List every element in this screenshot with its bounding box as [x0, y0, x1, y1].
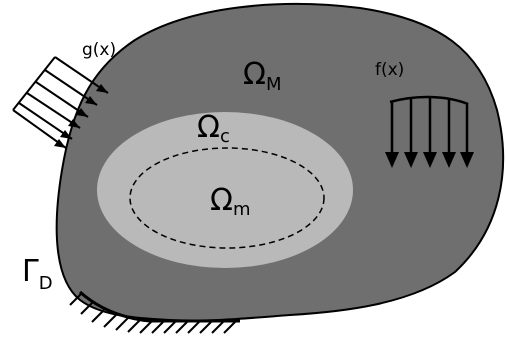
gamma-D-subscript: D: [39, 273, 53, 294]
label-omega-c: Ωc: [197, 110, 230, 147]
omega-c-symbol: Ω: [197, 110, 220, 145]
omega-M-symbol: Ω: [243, 57, 266, 92]
label-omega-M: ΩM: [243, 57, 281, 95]
omega-M-subscript: M: [266, 74, 282, 95]
dirichlet-boundary: [69, 290, 240, 334]
region-omega-m: [129, 147, 325, 249]
label-gamma-D: ΓD: [22, 254, 53, 294]
region-omega-c: [97, 112, 353, 268]
gamma-D-symbol: Γ: [22, 254, 39, 289]
omega-m-subscript: m: [233, 199, 251, 220]
body-force-arrowheads: [385, 152, 474, 168]
omega-m-symbol: Ω: [210, 183, 233, 218]
label-omega-m: Ωm: [210, 183, 250, 220]
omega-c-subscript: c: [220, 126, 230, 147]
body-force-f: [389, 95, 469, 158]
label-g-load: g(x): [82, 40, 116, 60]
label-f-load: f(x): [375, 60, 404, 80]
traction-arrowheads: [54, 84, 108, 148]
